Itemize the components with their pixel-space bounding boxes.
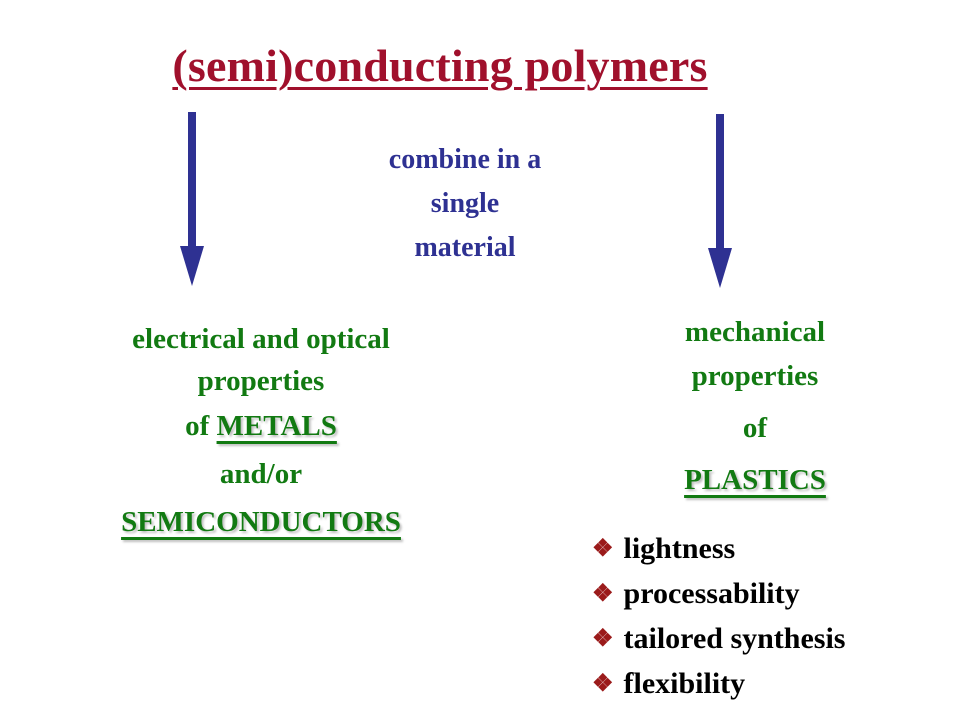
- metals-properties-block: electrical and optical properties of MET…: [60, 318, 462, 546]
- list-item: ❖ flexibility: [592, 661, 845, 706]
- bullet-text: processability: [623, 577, 800, 610]
- four-diamond-bullet-icon: ❖: [592, 536, 614, 562]
- plastics-bullet-list: ❖ lightness ❖ processability ❖ tailored syn…: [592, 526, 845, 706]
- left-down-arrow-icon: [180, 112, 204, 286]
- slide-title: (semi)conducting polymers: [172, 40, 708, 91]
- four-diamond-bullet-icon: ❖: [592, 581, 614, 607]
- semiconductors-label: SEMICONDUCTORS: [121, 506, 401, 538]
- metals-label: METALS: [216, 410, 337, 442]
- list-item: ❖ processability: [592, 571, 845, 616]
- plastics-label: PLASTICS: [684, 464, 826, 496]
- four-diamond-bullet-icon: ❖: [592, 626, 614, 652]
- bullet-text: flexibility: [623, 667, 746, 700]
- right-down-arrow-icon: [708, 114, 732, 288]
- combine-caption-line: combine in a: [388, 144, 542, 175]
- combine-caption-line: material: [414, 232, 516, 263]
- left-line-3: of METALS: [60, 402, 462, 450]
- bullet-text: lightness: [623, 532, 736, 565]
- of-label: of: [185, 410, 217, 442]
- left-line-2: properties: [197, 365, 325, 397]
- right-line-2: properties: [691, 360, 819, 392]
- list-item: ❖ lightness: [592, 526, 845, 571]
- four-diamond-bullet-icon: ❖: [592, 671, 614, 697]
- right-line-1: mechanical: [684, 316, 826, 348]
- plastics-properties-block: mechanical properties of PLASTICS: [610, 310, 900, 502]
- combine-caption: combine in a single material: [300, 138, 630, 270]
- combine-caption-line: single: [430, 188, 500, 219]
- list-item: ❖ tailored synthesis: [592, 616, 845, 661]
- bullet-text: tailored synthesis: [623, 622, 846, 655]
- left-line-4: and/or: [219, 458, 303, 490]
- right-line-3: of: [742, 412, 768, 444]
- left-line-1: electrical and optical: [132, 323, 390, 355]
